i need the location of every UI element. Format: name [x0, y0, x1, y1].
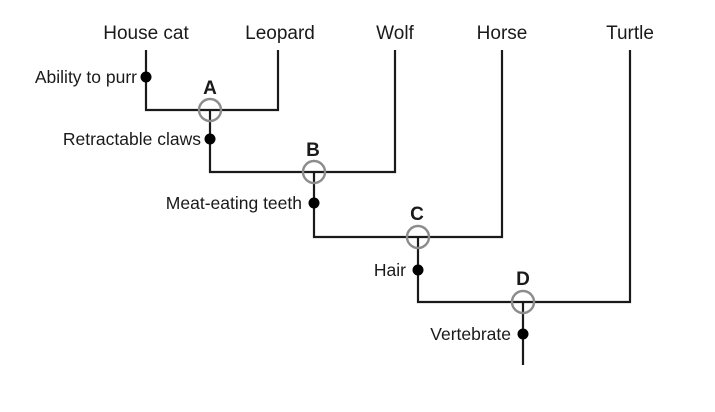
node-a-label: A	[203, 78, 217, 99]
branch-turtle	[416, 50, 632, 304]
node-c-label: C	[410, 204, 424, 225]
trait-label-hair: Hair	[374, 260, 406, 280]
trait-dot-meat-eating-teeth	[308, 197, 320, 209]
trait-dot-retractable-claws	[204, 133, 216, 145]
trait-label-ability-to-purr: Ability to purr	[35, 67, 137, 87]
node-a-ring	[197, 97, 223, 123]
trait-dot-hair	[412, 264, 424, 276]
trait-label-vertebrate: Vertebrate	[430, 324, 511, 344]
node-d-label: D	[516, 269, 530, 290]
trait-dot-ability-to-purr	[140, 71, 152, 83]
taxon-label-turtle: Turtle	[606, 23, 654, 44]
taxon-label-house-cat: House cat	[103, 23, 189, 44]
branch-horse	[312, 50, 504, 239]
node-d-ring	[510, 289, 536, 315]
trait-dot-vertebrate	[517, 328, 529, 340]
taxon-label-horse: Horse	[477, 23, 528, 44]
node-b-ring	[301, 159, 327, 185]
node-c-ring	[405, 224, 431, 250]
node-b-label: B	[306, 140, 320, 161]
trait-label-retractable-claws: Retractable claws	[63, 129, 201, 149]
taxon-label-wolf: Wolf	[376, 23, 414, 44]
trait-label-meat-eating-teeth: Meat-eating teeth	[166, 193, 302, 213]
taxon-label-leopard: Leopard	[245, 23, 315, 44]
